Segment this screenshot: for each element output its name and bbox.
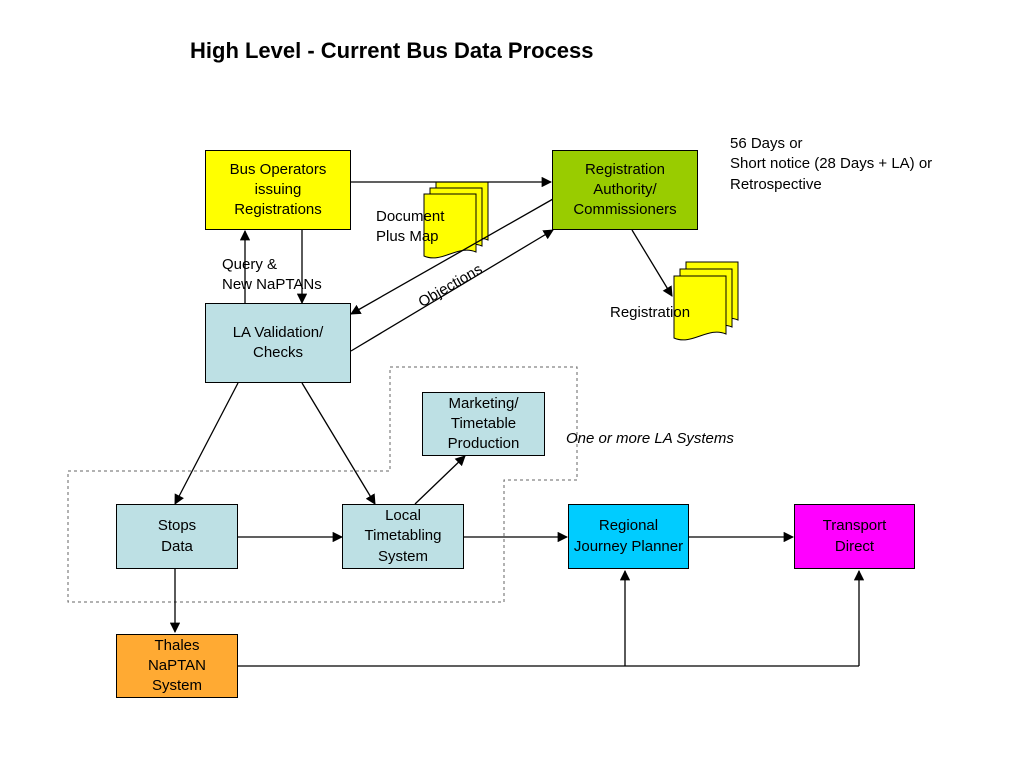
registration-authority-node: Registration Authority/ Commissioners <box>552 150 698 230</box>
node-line: Bus Operators <box>229 160 327 178</box>
regional-journey-planner-node: Regional Journey Planner <box>568 504 689 569</box>
transport-direct-node: Transport Direct <box>794 504 915 569</box>
note-line: Short notice (28 Days + LA) or <box>730 155 933 173</box>
node-line: Checks <box>252 344 304 361</box>
node-line: Transport <box>822 517 887 535</box>
node-line: Thales <box>154 636 200 654</box>
registration-stack-icon <box>673 261 739 341</box>
node-line: Data <box>161 537 193 555</box>
node-line: Direct <box>834 537 875 555</box>
note-line: Plus Map <box>376 228 439 246</box>
stops-data-node: Stops Data <box>116 504 238 569</box>
node-line: System <box>377 547 428 565</box>
bus-operators-node: Bus Operators issuing Registrations <box>205 150 351 230</box>
node-line: NaPTAN <box>147 656 207 674</box>
la-systems-boundary <box>67 366 578 603</box>
node-line: Registrations <box>234 201 322 219</box>
days-note: 56 Days or Short notice (28 Days + LA) o… <box>730 134 932 195</box>
node-line: Registration <box>584 160 666 178</box>
thales-naptan-node: Thales NaPTAN System <box>116 634 238 698</box>
node-line: Local <box>385 507 421 525</box>
query-naptans-label: Query & New NaPTANs <box>222 255 322 296</box>
document-stack-icon <box>423 181 489 259</box>
registration-label: Registration <box>610 304 691 321</box>
node-line: Journey Planner <box>573 537 684 555</box>
node-line: System <box>151 677 202 695</box>
local-timetabling-node: Local Timetabling System <box>342 504 464 569</box>
note-line: Retrospective <box>730 175 822 193</box>
node-line: Marketing/ <box>448 394 519 412</box>
node-line: Regional <box>598 517 659 535</box>
note-line: New NaPTANs <box>222 276 322 294</box>
la-systems-label: One or more LA Systems <box>566 430 734 447</box>
document-plus-map-label: Document Plus Map <box>376 207 444 248</box>
node-line: Timetabling <box>364 527 442 545</box>
note-line: Document <box>376 208 445 225</box>
node-line: Timetable <box>450 414 517 432</box>
node-line: Stops <box>157 517 197 535</box>
marketing-node: Marketing/ Timetable Production <box>422 392 545 456</box>
page-title: High Level - Current Bus Data Process <box>190 38 594 63</box>
node-line: Production <box>447 435 520 453</box>
node-line: Commissioners <box>573 201 677 219</box>
la-validation-node: LA Validation/ Checks <box>205 303 351 383</box>
node-line: issuing <box>254 180 302 198</box>
note-line: Query & <box>222 256 278 273</box>
node-line: LA Validation/ <box>232 323 324 341</box>
note-line: 56 Days or <box>730 135 803 152</box>
node-line: Authority/ <box>593 180 657 198</box>
